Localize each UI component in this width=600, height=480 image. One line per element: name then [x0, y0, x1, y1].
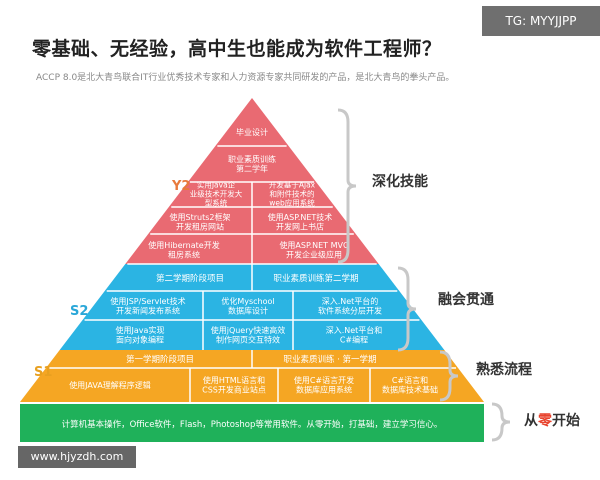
s2-cell-jsp: 使用JSP/Servlet技术开发新闻发布系统: [110, 296, 185, 316]
y2-second-cell: 职业素质训练第二学年: [228, 154, 276, 174]
side-label-start-post: 开始: [552, 412, 580, 429]
s1-cell-csharp-db: 使用C#语言开发数据库应用系统: [294, 375, 354, 395]
s2-header-left: 第二学期阶段项目: [156, 273, 224, 284]
side-label-start-pre: 从: [524, 413, 538, 429]
page-title: 零基础、无经验，高中生也能成为软件工程师？: [32, 38, 442, 60]
s1-cell-java-logic: 使用JAVA理解程序逻辑: [69, 380, 151, 390]
level-label-s2: S2: [70, 304, 88, 319]
side-label-start: 从零开始: [524, 412, 580, 429]
level-label-s1: S1: [34, 365, 52, 380]
brace-advanced: [337, 108, 357, 264]
base-text: 计算机基本操作，Office软件，Flash，Photoshop等常用软件。从零…: [62, 419, 443, 430]
y2-top-cell: 毕业设计: [236, 127, 268, 137]
brace-familiar: [439, 350, 459, 402]
s2-cell-net-layer: 深入.Net平台的软件系统分层开发: [318, 296, 382, 316]
band-base: [20, 404, 484, 442]
s1-cell-csharp-basics: C#语言和数据库技术基础: [382, 375, 438, 395]
band-s1: [20, 350, 484, 402]
side-label-start-zero: 零: [537, 412, 553, 429]
cell-dividers: [47, 145, 457, 402]
page-subtitle: ACCP 8.0是北大青鸟联合IT行业优秀技术专家和人力资源专家共同研发的产品，…: [36, 73, 455, 83]
y2-cell-struts: 使用Struts2框架开发租房网站: [170, 212, 231, 232]
side-label-advanced: 深化技能: [372, 173, 428, 190]
level-label-y2: Y2: [171, 179, 190, 194]
tag-label: TG: MYYJJPP: [482, 6, 600, 36]
y2-cell-java: 实用Java企业级技术开发大型系统: [190, 180, 243, 208]
pyramid-bands: [20, 98, 484, 442]
side-braces: [337, 108, 511, 442]
s2-cell-java-oop: 使用Java实现面向对象编程: [116, 325, 165, 345]
band-s2: [59, 264, 445, 350]
s2-header-right: 职业素质训练第二学期: [273, 273, 358, 284]
y2-cell-aspnet: 使用ASP.NET技术开发网上书店: [268, 212, 333, 232]
s1-header-left: 第一学期阶段项目: [126, 354, 194, 365]
side-label-integrate: 融会贯通: [438, 291, 494, 308]
brace-start: [491, 402, 511, 442]
band-y2: [125, 98, 379, 264]
brace-integrate: [397, 266, 417, 352]
side-label-familiar: 熟悉流程: [476, 361, 532, 378]
s2-cell-jquery: 使用jQuery快速高效制作网页交互特效: [211, 325, 286, 345]
s1-header-right: 职业素质训练 · 第一学期: [283, 354, 376, 365]
watermark-url: www.hjyzdh.com: [18, 446, 136, 468]
y2-cell-hibernate: 使用Hibernate开发租房系统: [148, 240, 219, 259]
